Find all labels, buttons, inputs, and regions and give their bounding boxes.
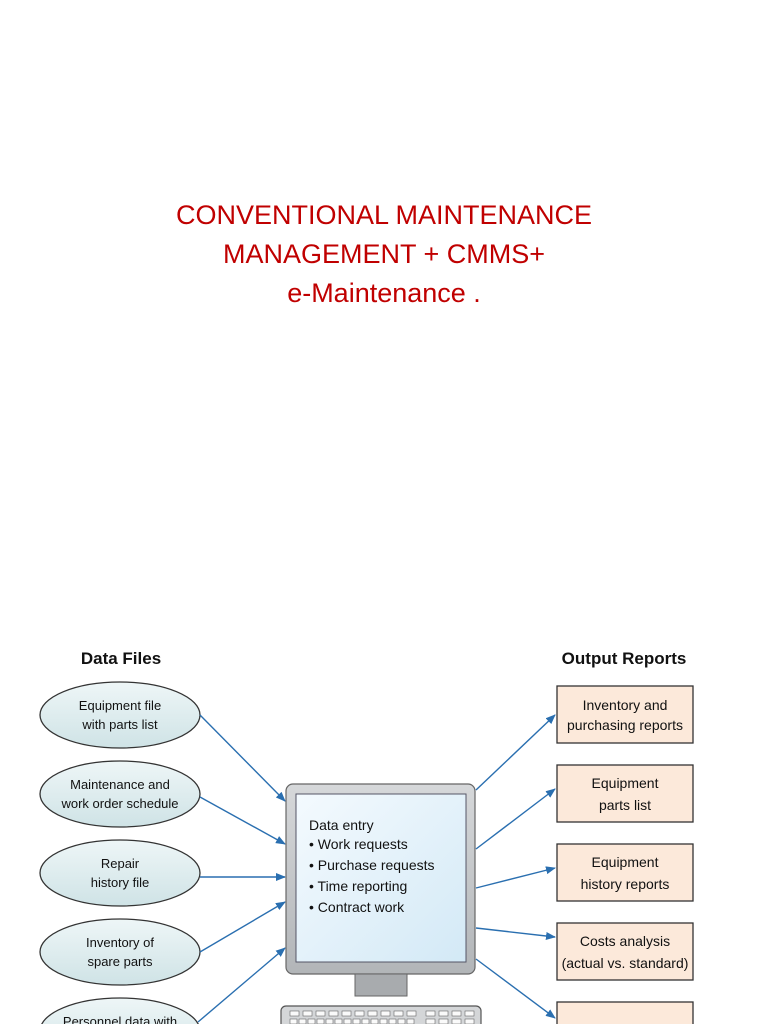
input-arrow — [197, 947, 286, 1023]
data-file-maintenance-schedule: Maintenance and work order schedule — [39, 760, 201, 828]
title-line-3: e-Maintenance . — [287, 278, 481, 308]
input-arrow — [199, 796, 286, 845]
data-file-label: Maintenance and — [70, 777, 170, 792]
slide-title: CONVENTIONAL MAINTENANCE MANAGEMENT + CM… — [0, 196, 768, 313]
data-file-spare-parts: Inventory of spare parts — [39, 918, 201, 986]
title-line-1: CONVENTIONAL MAINTENANCE — [175, 200, 593, 230]
screen-item: • Contract work — [309, 899, 405, 915]
report-label: (actual vs. standard) — [562, 955, 689, 971]
screen-item: • Work requests — [309, 836, 408, 852]
screen-item: • Time reporting — [309, 878, 407, 894]
input-arrows — [197, 714, 286, 1023]
data-file-repair-history: Repair history file — [39, 839, 201, 907]
output-arrow — [475, 958, 556, 1019]
input-arrow — [199, 901, 286, 953]
report-partial — [556, 1001, 694, 1024]
report-label: Costs analysis — [580, 933, 670, 949]
output-reports-heading: Output Reports — [562, 649, 687, 668]
data-file-label: work order schedule — [60, 796, 178, 811]
report-label: Equipment — [592, 854, 659, 870]
data-file-personnel: Personnel data with — [41, 997, 199, 1024]
output-arrow — [475, 866, 556, 889]
data-files-heading: Data Files — [81, 649, 161, 668]
data-file-label: Repair — [101, 856, 140, 871]
data-file-label: Personnel data with — [63, 1014, 177, 1024]
output-arrow — [475, 714, 556, 791]
screen-heading: Data entry — [309, 817, 374, 833]
data-file-label: history file — [91, 875, 150, 890]
keyboard — [280, 1005, 482, 1024]
report-equipment-parts: Equipment parts list — [556, 764, 694, 823]
report-label: parts list — [599, 797, 651, 813]
report-label: Equipment — [592, 775, 659, 791]
output-arrow — [475, 927, 556, 940]
data-file-label: Inventory of — [86, 935, 154, 950]
report-label: purchasing reports — [567, 717, 683, 733]
report-label: Inventory and — [583, 697, 668, 713]
report-inventory-purchasing: Inventory and purchasing reports — [556, 685, 694, 744]
input-arrow — [199, 714, 286, 802]
screen-item: • Purchase requests — [309, 857, 435, 873]
data-file-label: Equipment file — [79, 698, 161, 713]
cmms-diagram: Data Files Output Reports Equipment file… — [39, 649, 694, 1024]
output-arrow — [475, 788, 556, 850]
data-file-label: with parts list — [81, 717, 158, 732]
report-costs-analysis: Costs analysis (actual vs. standard) — [556, 922, 694, 981]
computer-monitor: Data entry • Work requests • Purchase re… — [285, 783, 476, 997]
data-file-equipment: Equipment file with parts list — [39, 681, 201, 749]
report-label: history reports — [581, 876, 670, 892]
data-file-label: spare parts — [87, 954, 153, 969]
title-line-2: MANAGEMENT + CMMS+ — [222, 239, 546, 269]
output-arrows — [475, 714, 556, 1019]
report-equipment-history: Equipment history reports — [556, 843, 694, 902]
